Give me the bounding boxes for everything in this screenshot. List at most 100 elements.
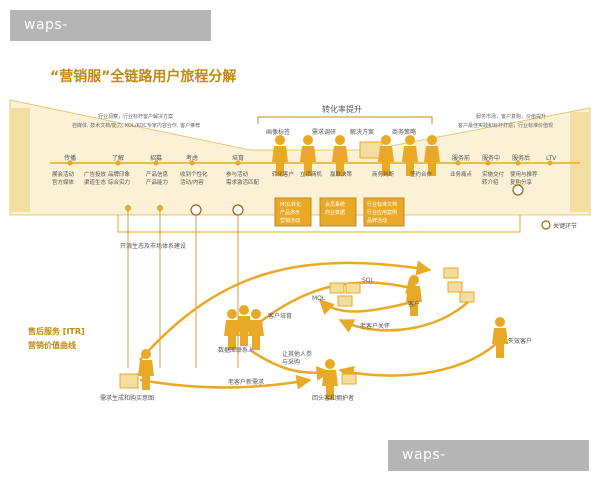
person-icon: [138, 349, 154, 390]
diagram-title: “营销服”全链路用户旅程分解: [50, 69, 237, 85]
box-group-left: [274, 197, 312, 227]
figure-label-2: 解决方案: [350, 128, 374, 136]
figure-label-0: 画像标签: [266, 128, 290, 136]
person-icon: [492, 317, 508, 358]
stage-item-12: 实施交付转介绍: [482, 170, 505, 186]
flow-curves: [139, 260, 501, 390]
stage-dot: [235, 160, 241, 166]
key-link-marker: [232, 204, 244, 216]
stage-7: 服务后: [512, 154, 530, 162]
presentation-board-icon: [359, 141, 383, 159]
flow-let-others: 让其他人参与采购: [282, 350, 312, 366]
box-label-0: MQL转化: [280, 201, 301, 208]
note-right-top: 服务市场，客户复购，价值提升: [476, 113, 546, 120]
stage-item-11: 业务痛点: [450, 170, 473, 178]
box-label-5: 行业标准文档: [367, 201, 397, 208]
stage-6: 服务中: [482, 154, 500, 162]
stage-item-1: 广告投放渠道生态: [84, 170, 107, 186]
person-icon: [406, 275, 422, 316]
person-icon: [322, 359, 338, 400]
stage-item-2: 品牌印象综合实力: [108, 170, 131, 186]
legend-key-label: 关键环节: [553, 222, 577, 230]
stage-2: 招募: [150, 154, 162, 162]
note-left-top: 行业洞察，行业标杆客户解决方案: [98, 113, 173, 120]
connector-dot: [125, 205, 131, 211]
box-label-7: 品牌活动: [367, 217, 387, 224]
stage-dot: [515, 160, 521, 166]
box-label-3: 会员系统: [325, 201, 345, 208]
flow-labels: SQL MQL 客户 客户培育 老客户关怀 失效客户 数据库联系人 老客户新需求…: [100, 277, 532, 402]
stage-dot: [115, 160, 121, 166]
stage-item-layer: 展会活动官方媒体广告投放渠道生态品牌印象综合实力产品信息产品能力收到个性化活动/…: [52, 170, 538, 186]
stage-item-6: 转化客户: [272, 170, 294, 178]
flow-curve: [318, 298, 421, 315]
side-label-line2: 营销价值曲线: [28, 340, 76, 350]
flow-data-contact: 数据库联系人: [218, 346, 254, 354]
connector-dot: [157, 205, 163, 211]
stage-item-4: 收到个性化活动/内容: [180, 170, 208, 186]
stage-dot: [189, 160, 195, 166]
flow-customer: 客户: [408, 300, 420, 308]
stage-item-9: 商务判断: [372, 170, 395, 178]
box-icon: [337, 295, 353, 307]
legend-key-icon: [541, 220, 551, 230]
flow-sql: SQL: [362, 277, 375, 284]
flow-old-new-demand: 老客户新需求: [228, 378, 264, 386]
figure-label-1: 需求调研: [312, 128, 336, 136]
box-label-2: 营销活动: [280, 217, 300, 224]
box-label-6: 行业应用案例: [367, 209, 397, 216]
box-icon: [345, 282, 361, 294]
stage-dot: [67, 160, 73, 166]
watermark-top: waps-wanbosports.com: [10, 10, 211, 64]
box-icon: [447, 281, 463, 293]
conversion-bracket: 转化率提升: [257, 104, 433, 124]
flow-icons: [119, 267, 508, 400]
journey-funnel: [9, 99, 591, 216]
side-label-line1: 售后服务 [ITR]: [27, 326, 85, 336]
stage-item-8: 赢联决策: [330, 170, 353, 178]
bottom-band-label: 开源生态及市场体系建设: [120, 242, 186, 250]
flow-lost-customer: 失效客户: [508, 337, 532, 345]
stage-item-10: 签约合作: [410, 170, 433, 178]
stage-dots: [67, 160, 553, 166]
note-left-bottom: 自媒体, 技术文档/能力, KOL/KOC专家内容合作, 客户推荐: [72, 122, 200, 129]
stage-dot: [485, 160, 491, 166]
stage-5: 服务前: [452, 154, 470, 162]
figure-row: 画像标签 需求调研 解决方案 商务策略: [266, 128, 440, 176]
stage-dot: [455, 160, 461, 166]
stage-item-0: 展会活动官方媒体: [52, 170, 75, 186]
box-icon: [341, 373, 357, 385]
flow-demand-generation: 需求生成和购买意图: [100, 394, 154, 402]
conversion-rate-label: 转化率提升: [322, 104, 362, 114]
flow-customer-nurture: 客户培育: [268, 312, 292, 320]
flow-curve: [139, 260, 432, 361]
note-right-bottom: 客户最佳实践和标杆打造，行业标准价值观: [458, 122, 553, 129]
key-link-marker: [512, 184, 524, 196]
flow-mql: MQL: [312, 295, 326, 302]
box-icon: [459, 291, 475, 303]
stage-1: 了解: [112, 154, 124, 162]
box-label-4: 商业数据: [325, 209, 345, 216]
flow-curve: [338, 339, 501, 381]
watermark-bottom: waps-wanbosports.com: [388, 440, 589, 494]
figure-label-3: 商务策略: [392, 128, 416, 136]
stage-0: 传播: [64, 154, 76, 162]
journey-diagram: 转化率提升 行业洞察，行业标杆客户解决方案 自媒体, 技术文档/能力, KOL/…: [9, 99, 591, 402]
central-boxes: MQL转化 产品演示 营销活动 会员系统 商业数据 行业标准文档 行业应用案例 …: [274, 197, 405, 227]
flow-return-customer: 回头客和拥护者: [312, 394, 354, 402]
stage-4: 培育: [232, 154, 244, 162]
box-icon: [443, 267, 459, 279]
stage-3: 考虑: [186, 154, 198, 162]
box-icon: [329, 282, 345, 294]
box-group-mid: [319, 197, 357, 227]
stage-item-13: 使用与推荐复购分享: [510, 170, 538, 186]
person-icon: [248, 309, 264, 350]
stage-item-7: 立项商机: [300, 170, 323, 178]
stage-8: LTV: [546, 155, 557, 162]
key-link-marker: [190, 204, 202, 216]
flow-curve: [139, 374, 312, 390]
stage-dot: [153, 160, 159, 166]
flow-curve: [338, 299, 471, 333]
stage-item-5: 参与活动需求激活匹配: [226, 170, 260, 186]
flow-curve: [249, 348, 332, 381]
